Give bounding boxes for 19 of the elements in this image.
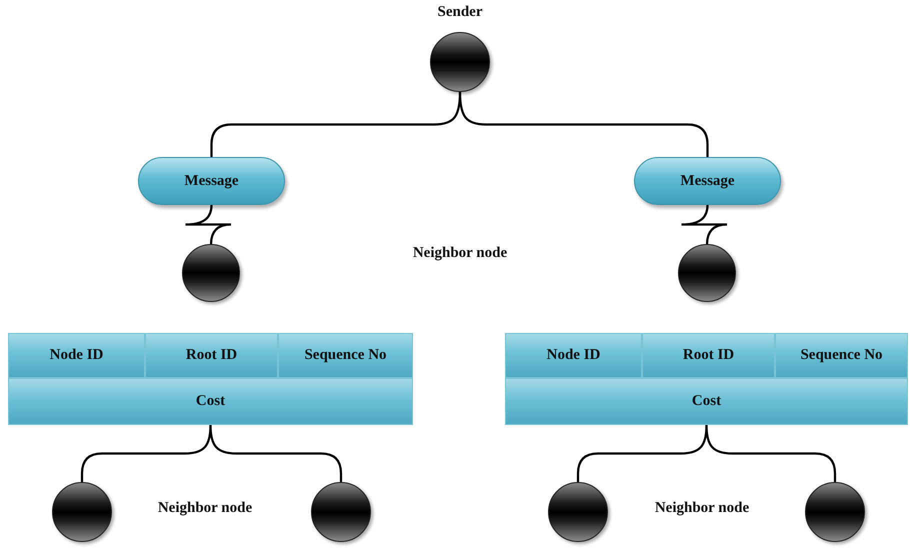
connector-line: [680, 204, 728, 246]
table-cell: Root ID: [145, 333, 278, 378]
table-cell: Cost: [505, 378, 908, 425]
message-pill: Message: [138, 157, 285, 205]
table-cell: Node ID: [8, 333, 145, 378]
connector-line: [458, 92, 709, 157]
caption-label: Neighbor node: [412, 244, 508, 263]
connector-line: [705, 424, 836, 482]
connector-line: [209, 424, 342, 482]
table-cell: Node ID: [505, 333, 642, 378]
node-label: Sender: [438, 3, 482, 22]
table-cell: Cost: [8, 378, 413, 425]
caption-label: Neighbor node: [654, 499, 750, 518]
message-pill: Message: [634, 157, 781, 205]
connector-line: [184, 204, 232, 246]
table-cell: Root ID: [642, 333, 775, 378]
table-cell: Sequence No: [278, 333, 413, 378]
caption-label: Neighbor node: [156, 499, 254, 518]
table-cell: Sequence No: [775, 333, 908, 378]
